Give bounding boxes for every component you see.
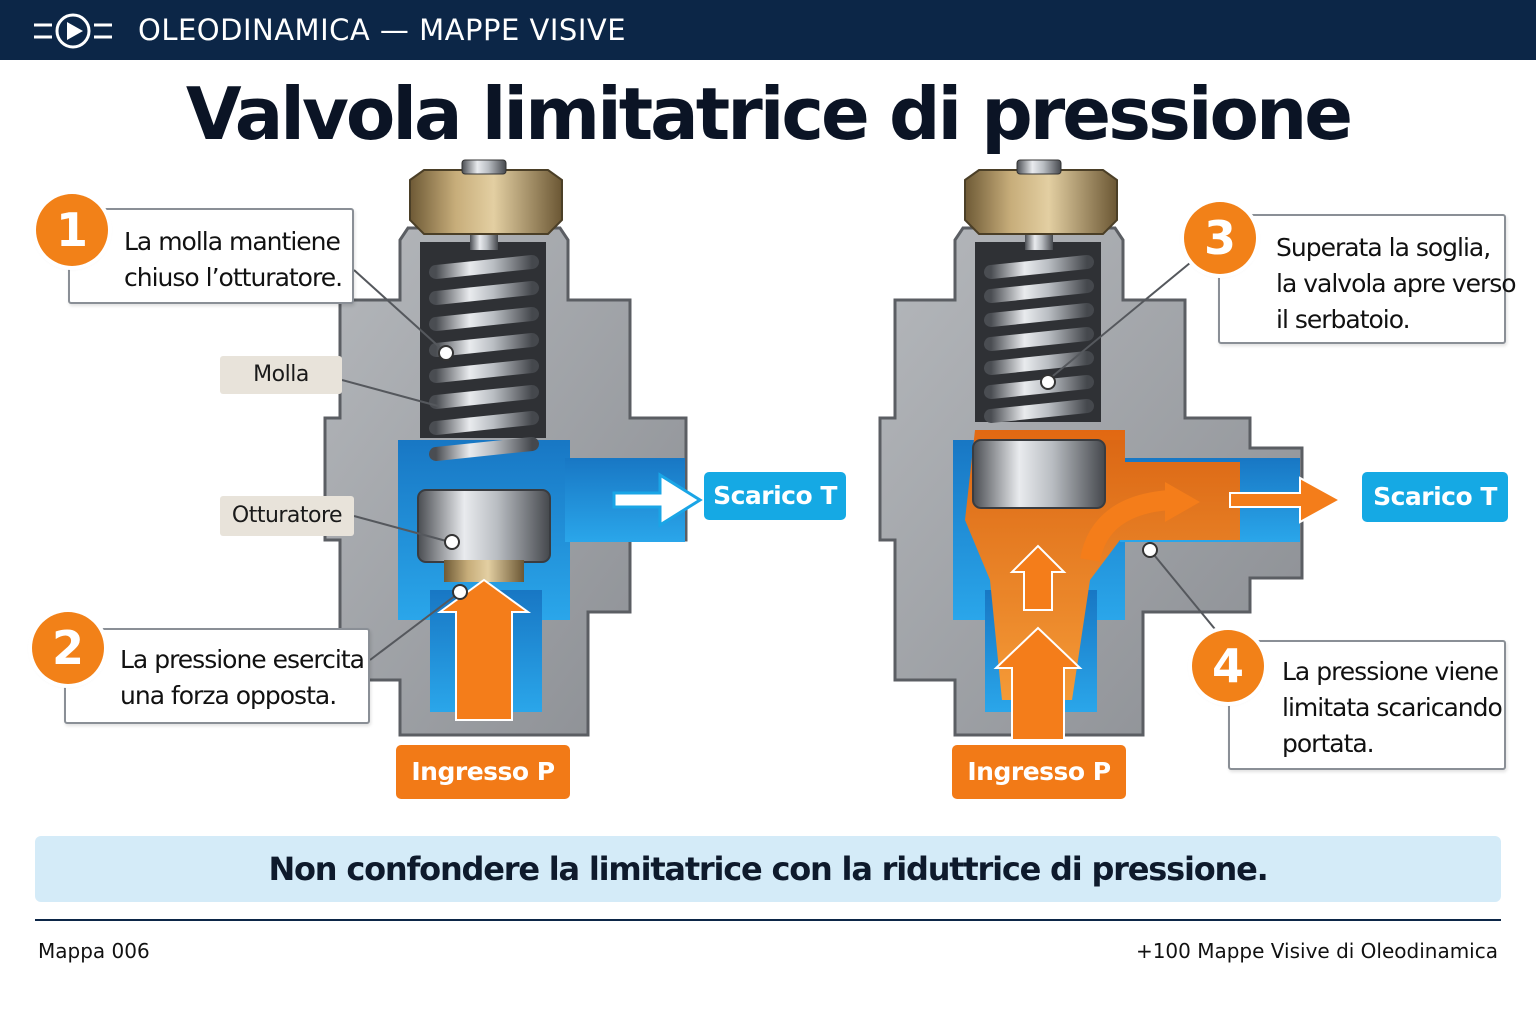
collection-title: +100 Mappe Visive di Oleodinamica	[1135, 939, 1498, 963]
callout-4-line-3: portata.	[1282, 729, 1375, 758]
callout-4-line-2: limitata scaricando	[1282, 693, 1503, 722]
callout-3: Superata la soglia, la valvola apre vers…	[1218, 214, 1517, 344]
callout-4-line-1: La pressione viene	[1282, 657, 1499, 686]
callout-1: La molla mantiene chiuso l’otturatore.	[68, 208, 354, 304]
inlet-badge-right: Ingresso P	[952, 745, 1126, 799]
callout-2-line-2: una forza opposta.	[120, 681, 337, 710]
callout-3-line-1: Superata la soglia,	[1276, 233, 1491, 262]
callout-2-line-1: La pressione esercita	[120, 645, 365, 674]
footer-divider	[35, 919, 1501, 921]
step-4-badge: 4	[1192, 630, 1264, 702]
poppet-label: Otturatore	[220, 496, 354, 536]
outlet-badge-right: Scarico T	[1362, 472, 1508, 522]
callout-1-line-2: chiuso l’otturatore.	[124, 263, 343, 292]
inlet-badge-left: Ingresso P	[396, 745, 570, 799]
series-title: OLEODINAMICA — MAPPE VISIVE	[138, 13, 627, 47]
leader-lines	[341, 257, 1229, 661]
outlet-badge-left: Scarico T	[704, 472, 846, 520]
map-id: Mappa 006	[38, 939, 150, 963]
step-3-badge: 3	[1184, 202, 1256, 274]
callout-2: La pressione esercita una forza opposta.	[64, 628, 370, 724]
step-2-badge: 2	[32, 612, 104, 684]
callout-1-line-1: La molla mantiene	[124, 227, 341, 256]
header-bar: OLEODINAMICA — MAPPE VISIVE	[0, 0, 1536, 60]
callout-3-line-2: la valvola apre verso	[1276, 269, 1517, 298]
callout-4: La pressione viene limitata scaricando p…	[1228, 640, 1506, 770]
spring-label: Molla	[220, 356, 342, 394]
page-title: Valvola limitatrice di pressione	[185, 72, 1353, 156]
valve-closed	[323, 159, 703, 737]
step-1-badge: 1	[36, 194, 108, 266]
valve-open	[878, 159, 1343, 741]
valve-symbol-icon	[34, 13, 112, 49]
warning-note: Non confondere la limitatrice con la rid…	[35, 836, 1501, 902]
callout-3-line-3: il serbatoio.	[1276, 305, 1411, 334]
